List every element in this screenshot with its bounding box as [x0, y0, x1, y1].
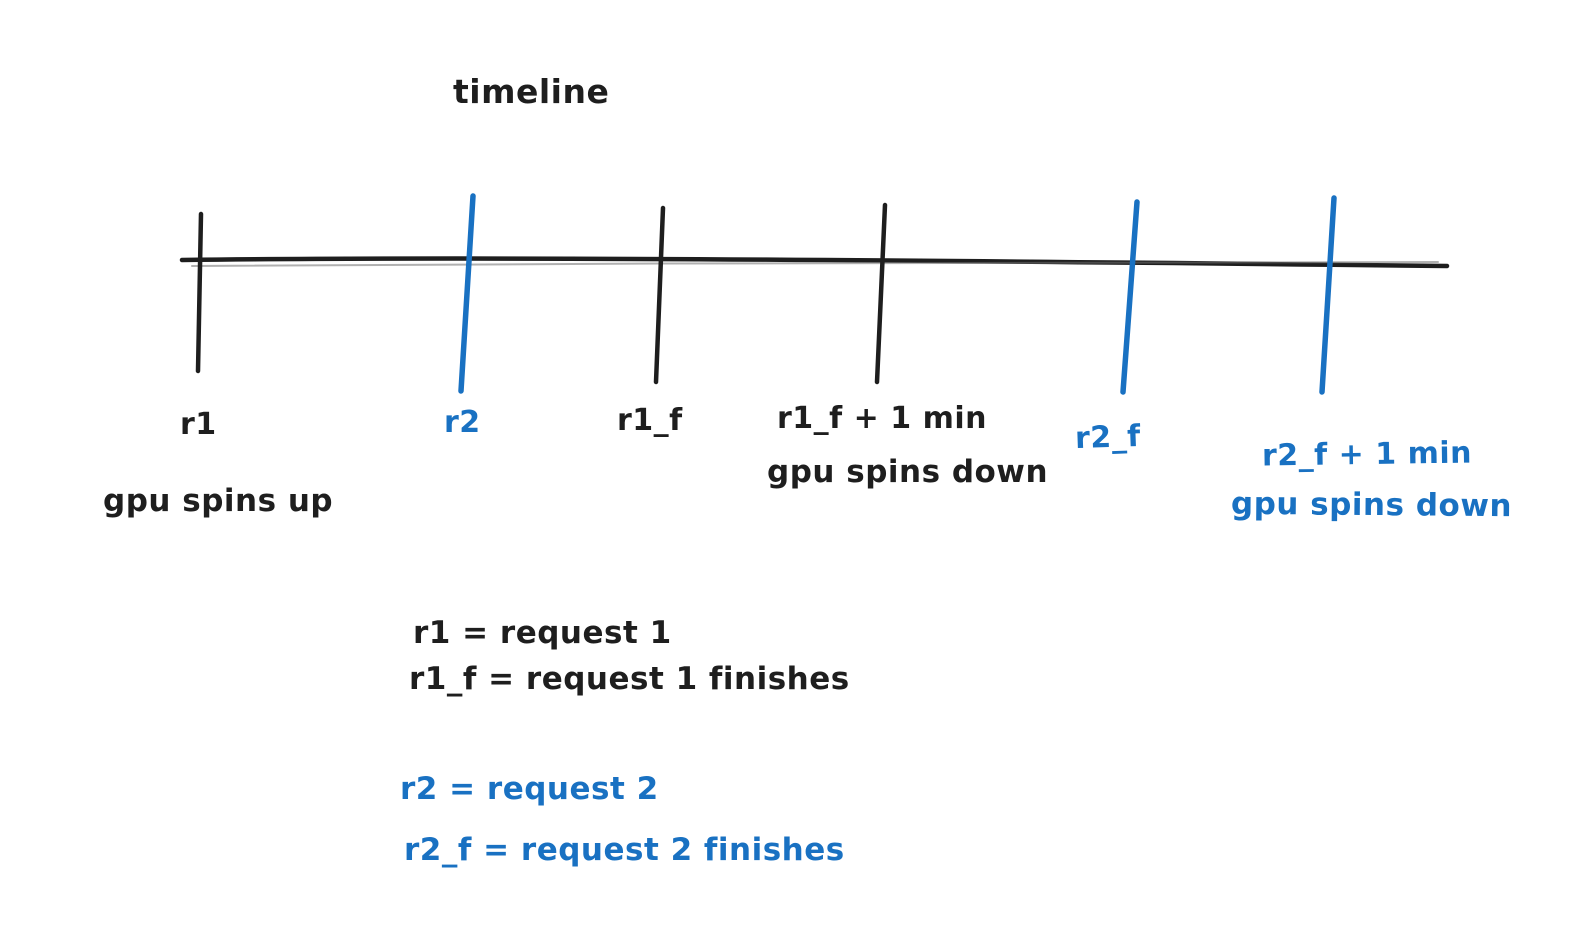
timeline-axis-line: [179, 256, 1450, 269]
tick-label-r2_f: r2_f: [1074, 418, 1142, 457]
timeline-axis-overdraw: [191, 261, 1439, 267]
diagram-title: timeline: [453, 72, 610, 111]
legend-r1: r1 = request 1: [413, 615, 672, 651]
tick-label-r1_f-plus-1min: r1_f + 1 min: [777, 401, 987, 436]
tick-r1_f-plus-1min: [874, 202, 888, 385]
tick-r1: [195, 211, 204, 374]
legend-r1_f: r1_f = request 1 finishes: [409, 661, 850, 697]
tick-r2_f-plus-1min: [1319, 195, 1337, 395]
tick-r2_f: [1120, 199, 1140, 395]
annotation-gpu-spins-down-blue: gpu spins down: [1230, 485, 1513, 525]
legend-r2: r2 = request 2: [400, 771, 659, 807]
tick-label-r2: r2: [444, 405, 481, 440]
tick-label-r1: r1: [180, 407, 217, 442]
tick-r1_f: [653, 205, 666, 385]
annotation-gpu-spins-up: gpu spins up: [103, 483, 334, 519]
tick-r2: [458, 193, 476, 394]
tick-label-r2_f-plus-1min: r2_f + 1 min: [1261, 435, 1473, 474]
annotation-gpu-spins-down-black: gpu spins down: [767, 454, 1049, 490]
legend-r2_f: r2_f = request 2 finishes: [404, 832, 845, 868]
tick-label-r1_f: r1_f: [617, 403, 683, 438]
